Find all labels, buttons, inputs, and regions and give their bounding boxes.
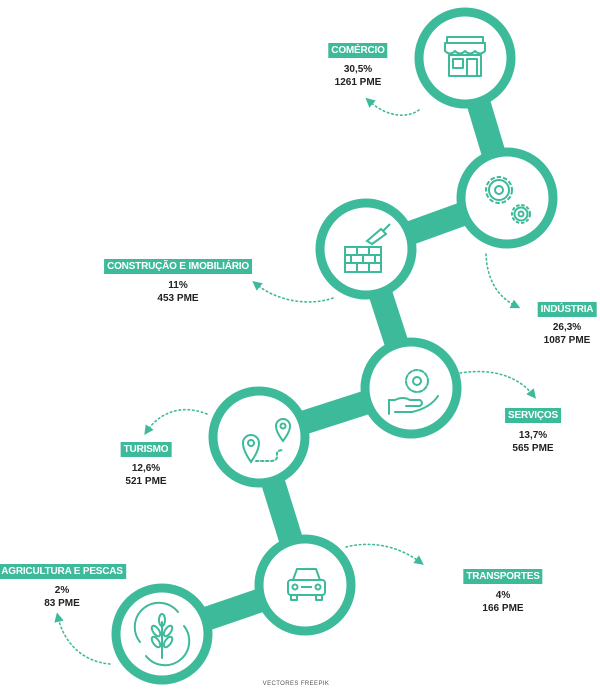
node-transportes <box>254 534 356 636</box>
sector-count-agricultura: 83 PME <box>44 598 80 609</box>
arrow-industria <box>485 253 521 309</box>
sector-percent-turismo: 12,6% <box>131 463 161 474</box>
node-industria <box>456 147 558 249</box>
dotted-arrows <box>54 97 536 665</box>
arrow-servicos <box>459 370 536 399</box>
node-construcao <box>315 198 417 300</box>
node-turismo <box>208 386 310 488</box>
sector-count-industria: 1087 PME <box>543 335 591 346</box>
arrow-turismo <box>144 408 208 435</box>
sector-percent-servicos: 13,7% <box>518 430 548 441</box>
sector-count-transportes: 166 PME <box>482 603 524 614</box>
brick-wall-icon <box>344 223 391 273</box>
sector-percent-construcao: 11% <box>168 280 188 291</box>
sector-label-agricultura: AGRICULTURA E PESCAS <box>0 564 126 579</box>
node-agricultura <box>111 583 213 685</box>
sector-percent-industria: 26,3% <box>552 322 582 333</box>
sector-label-turismo: TURISMO <box>120 442 172 457</box>
sector-label-industria: INDÚSTRIA <box>537 302 597 317</box>
sector-count-turismo: 521 PME <box>125 476 167 487</box>
sector-percent-transportes: 4% <box>495 590 511 601</box>
gears-icon <box>485 176 531 224</box>
wheat-icon <box>133 601 191 667</box>
sector-percent-comercio: 30,5% <box>343 64 373 75</box>
car-icon <box>287 568 326 601</box>
shop-icon <box>444 36 486 77</box>
arrow-agricultura <box>54 612 111 665</box>
sector-count-servicos: 565 PME <box>512 443 554 454</box>
node-servicos <box>360 337 462 439</box>
map-pins-icon <box>241 418 292 464</box>
arrow-comercio <box>365 97 420 116</box>
sector-count-comercio: 1261 PME <box>334 77 382 88</box>
sector-label-transportes: TRANSPORTES <box>463 569 543 584</box>
sector-label-construcao: CONSTRUÇÃO E IMOBILIÁRIO <box>104 259 252 274</box>
image-credit: VECTORES FREEPIK <box>262 681 330 687</box>
hand-wrench-icon <box>388 369 439 415</box>
arrow-construcao <box>252 280 334 303</box>
sector-percent-agricultura: 2% <box>54 585 70 596</box>
sector-count-construcao: 453 PME <box>157 293 199 304</box>
arrow-transportes <box>345 543 424 565</box>
sector-label-servicos: SERVIÇOS <box>505 408 561 423</box>
sector-label-comercio: COMÉRCIO <box>328 43 388 58</box>
node-comercio <box>414 7 516 109</box>
